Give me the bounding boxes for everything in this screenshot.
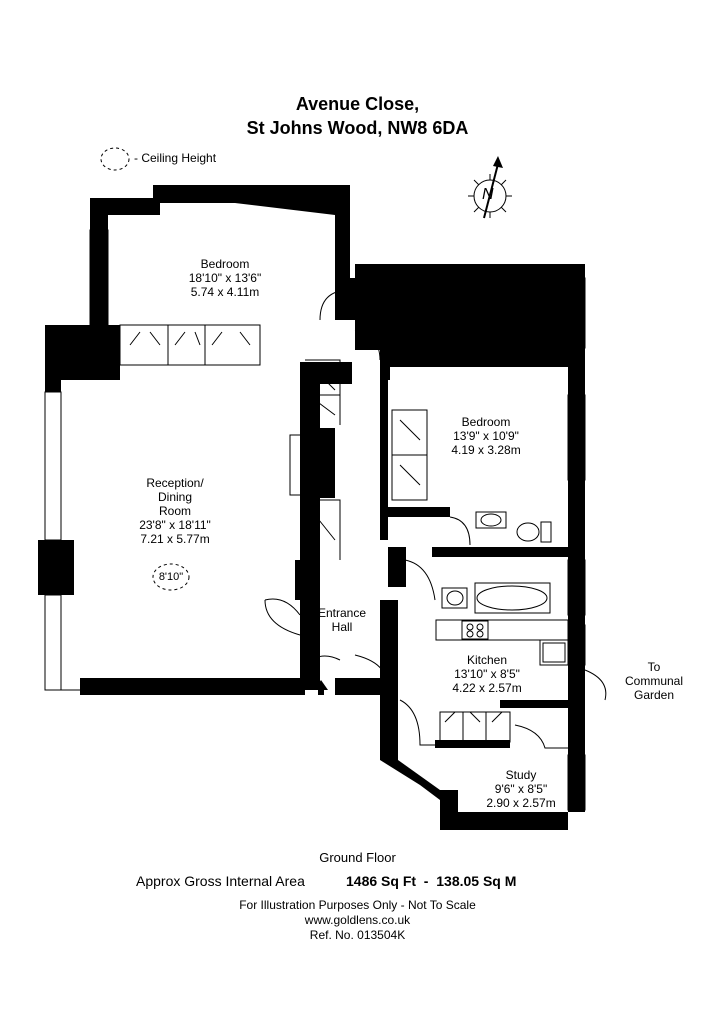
garden-line1: To xyxy=(647,660,661,674)
study-label: Study 9'6" x 8'5" 2.90 x 2.57m xyxy=(461,768,581,810)
reception-ceiling-height: 8'10" xyxy=(158,571,184,583)
compass-letter: N xyxy=(482,186,494,203)
ceiling-height-legend-label: - Ceiling Height xyxy=(134,151,217,165)
kitchen-imperial: 13'10" x 8'5" xyxy=(454,667,520,681)
entrance-hall-label: Entrance Hall xyxy=(310,606,374,634)
plan-title-line2: St Johns Wood, NW8 6DA xyxy=(246,118,469,138)
kitchen-label: Kitchen 13'10" x 8'5" 4.22 x 2.57m xyxy=(427,653,547,695)
entrance-hall-line2: Hall xyxy=(331,620,353,634)
bedroom2-metric: 4.19 x 3.28m xyxy=(451,443,521,457)
plan-title-line1: Avenue Close, xyxy=(295,94,420,114)
reception-name-line3: Room xyxy=(158,504,191,518)
bedroom2-label: Bedroom 13'9" x 10'9" 4.19 x 3.28m xyxy=(426,415,546,457)
bedroom1-label: Bedroom 18'10" x 13'6" 5.74 x 4.11m xyxy=(165,257,285,299)
bedroom2-imperial: 13'9" x 10'9" xyxy=(453,429,519,443)
study-imperial: 9'6" x 8'5" xyxy=(494,782,548,796)
garden-label: To Communal Garden xyxy=(616,660,692,702)
disclaimer: For Illustration Purposes Only - Not To … xyxy=(239,898,476,912)
kitchen-metric: 4.22 x 2.57m xyxy=(452,681,522,695)
reception-name-line1: Reception/ xyxy=(146,476,204,490)
bedroom1-metric: 5.74 x 4.11m xyxy=(190,285,260,299)
bedroom2-name: Bedroom xyxy=(461,415,511,429)
area-label: Approx Gross Internal Area xyxy=(136,873,305,889)
garden-line2: Communal xyxy=(624,674,684,688)
entrance-hall-line1: Entrance xyxy=(317,606,367,620)
study-metric: 2.90 x 2.57m xyxy=(486,796,556,810)
ceiling-height-legend-icon xyxy=(100,147,130,171)
reception-metric: 7.21 x 5.77m xyxy=(140,532,210,546)
area-value: 1486 Sq Ft - 138.05 Sq M xyxy=(346,873,517,889)
reception-imperial: 23'8" x 18'11" xyxy=(139,518,211,532)
floor-plan-drawing xyxy=(38,185,607,830)
compass-icon xyxy=(468,156,512,219)
bedroom1-name: Bedroom xyxy=(200,257,250,271)
bedroom1-imperial: 18'10" x 13'6" xyxy=(188,271,262,285)
website: www.goldlens.co.uk xyxy=(304,913,411,927)
kitchen-name: Kitchen xyxy=(466,653,508,667)
study-name: Study xyxy=(505,768,537,782)
reference-number: Ref. No. 013504K xyxy=(309,928,406,942)
garden-line3: Garden xyxy=(633,688,675,702)
floor-name: Ground Floor xyxy=(319,850,396,865)
reception-label: Reception/ Dining Room 23'8" x 18'11" 7.… xyxy=(115,476,235,546)
reception-name-line2: Dining xyxy=(157,490,193,504)
